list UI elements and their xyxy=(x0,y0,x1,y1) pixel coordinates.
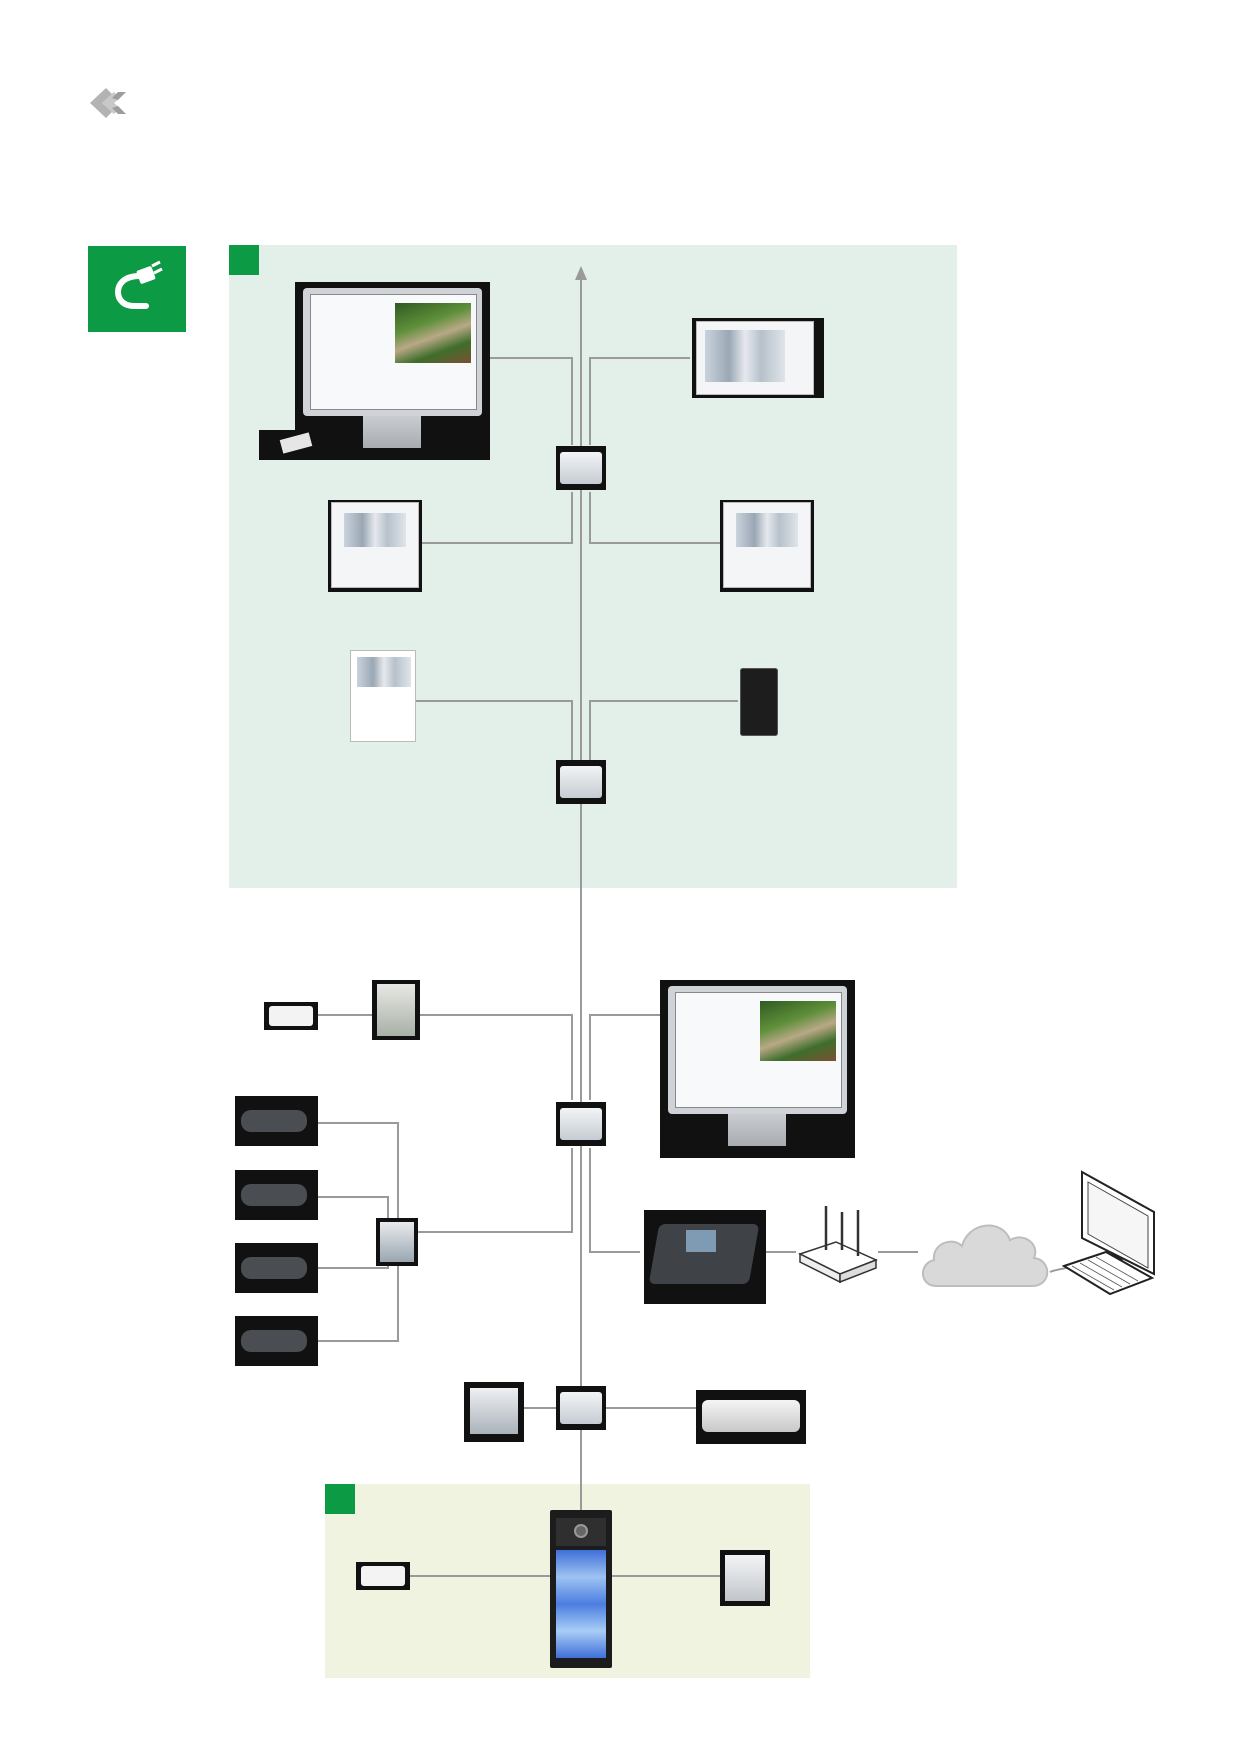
cctv-camera-3 xyxy=(235,1243,318,1293)
wire-monitor-right xyxy=(589,492,720,544)
lock-body xyxy=(269,1006,313,1026)
wire-camera-1 xyxy=(318,1122,399,1240)
network-switch-3 xyxy=(556,1102,606,1146)
garden-camera-image xyxy=(395,303,471,363)
indoor-zone-tag xyxy=(229,245,259,275)
network-switch-4 xyxy=(556,1386,606,1430)
network-switch-1 xyxy=(556,446,606,490)
wire-camera-2 xyxy=(318,1196,389,1225)
wifi-router-icon xyxy=(798,1206,878,1284)
module-body xyxy=(725,1555,765,1601)
wire-keypad xyxy=(589,700,738,760)
camera-body xyxy=(241,1330,307,1352)
riser-arrow-icon xyxy=(575,266,587,280)
module-body xyxy=(470,1388,518,1434)
camera-lens-icon xyxy=(574,1524,588,1538)
monitor-screen xyxy=(310,294,477,410)
module-body xyxy=(377,984,415,1036)
intercom-keypad xyxy=(740,668,778,736)
cloud-icon xyxy=(922,1224,1049,1287)
video-monitor-right xyxy=(720,500,814,592)
electric-lock-1 xyxy=(264,1002,318,1030)
brand-logo-icon xyxy=(90,88,126,118)
entrance-door-panel xyxy=(550,1510,612,1668)
pc-monitor-top xyxy=(259,282,490,460)
camera-interface-module xyxy=(376,1218,418,1266)
hallway-camera-image xyxy=(705,330,785,382)
phone-screen xyxy=(686,1230,716,1252)
module-body xyxy=(380,1222,414,1262)
lock-adapter-module xyxy=(372,980,420,1040)
media-server-box xyxy=(696,1390,806,1444)
camera-body xyxy=(241,1184,307,1206)
switch-body xyxy=(560,452,602,484)
desktop-computer-icon xyxy=(1062,1170,1155,1296)
camera-body xyxy=(241,1257,307,1279)
camera-body xyxy=(241,1110,307,1132)
monitor-frame xyxy=(696,321,814,395)
monitor-screen xyxy=(675,992,842,1108)
relay-module xyxy=(720,1550,770,1606)
monitor-frame xyxy=(723,502,811,588)
server-body xyxy=(702,1400,800,1432)
video-monitor-left xyxy=(328,500,422,592)
wire-ip-phone xyxy=(589,1148,640,1253)
name-label-buttons xyxy=(556,1550,606,1658)
din-rail-power-supply xyxy=(464,1382,524,1442)
garden-camera-image xyxy=(760,1001,836,1061)
wire-camera-interface xyxy=(414,1148,573,1233)
cctv-camera-1 xyxy=(235,1096,318,1146)
cctv-camera-2 xyxy=(235,1170,318,1220)
cctv-camera-4 xyxy=(235,1316,318,1366)
hallway-camera-image xyxy=(357,657,411,687)
entrance-zone-tag xyxy=(325,1484,355,1514)
wire-camera-adapter xyxy=(420,1014,573,1100)
switch-body xyxy=(560,766,602,798)
section-icon-tile xyxy=(88,246,186,332)
wire-wide-monitor xyxy=(589,357,690,445)
wire-camera-4 xyxy=(318,1260,399,1342)
network-switch-2 xyxy=(556,760,606,804)
wire-pc-monitor xyxy=(488,357,573,445)
pc-monitor-desk xyxy=(660,980,855,1158)
wide-video-monitor xyxy=(692,318,824,398)
wire-desk-monitor xyxy=(589,1014,660,1100)
network-cable-plug-icon xyxy=(114,260,163,309)
lock-body xyxy=(361,1566,405,1586)
ip-desk-phone xyxy=(644,1210,766,1304)
hallway-camera-image xyxy=(736,513,798,547)
switch-body xyxy=(560,1108,602,1140)
monitor-stand xyxy=(363,416,421,448)
hallway-camera-image xyxy=(344,513,406,547)
switch-body xyxy=(560,1392,602,1424)
wire-handset xyxy=(416,700,573,760)
monitor-frame xyxy=(331,502,419,588)
monitor-stand xyxy=(728,1114,786,1146)
wire-monitor-left xyxy=(422,492,573,544)
electric-lock-2 xyxy=(356,1562,410,1590)
handsfree-monitor xyxy=(350,650,416,742)
